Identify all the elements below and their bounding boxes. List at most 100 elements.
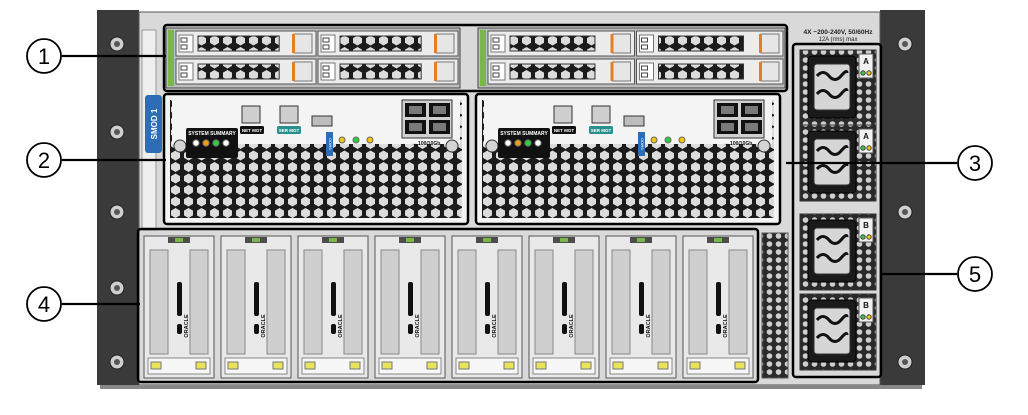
smod-thumbscrew [757,139,771,153]
drive-led [641,44,648,50]
pcie-card-rail [226,249,246,355]
drive-handle [435,61,455,82]
pcie-card-led [580,361,592,370]
pcie-card-led [535,361,547,370]
pcie-card-slot [562,324,567,334]
psu-cord-clip [815,163,849,174]
drive-led [492,65,500,71]
psu-outline [791,42,883,379]
drive-vent [509,63,596,80]
pcie-card-brand: ORACLE [569,314,575,338]
pcie-card-footer [224,357,288,375]
pcie-card-latch-tab [714,238,722,242]
drive-vent [339,63,422,80]
pcie-card-slot [254,324,259,334]
drive-led [180,44,188,50]
drive-release-tab [759,62,762,81]
psu-cord-clip [815,88,849,99]
pcie-card-slot [716,324,721,334]
drive-release-tab [292,34,295,53]
drive-vent [197,63,280,80]
pcie-card-slot [716,282,721,316]
net-mgt-tag [552,126,576,134]
callout-circle [26,286,62,322]
smod-led [352,136,360,144]
drive-led [492,37,500,43]
drive-release-tab [292,62,295,81]
callout-circle [957,256,993,292]
smod-thumbscrew [445,139,459,153]
callout-number: 5 [969,262,981,287]
psu-cord-clip [815,145,849,156]
status-led [504,139,512,147]
status-led [202,139,210,147]
ser-mgt-tag [277,126,301,134]
usb-port [311,115,333,127]
pcie-card-led [195,361,207,370]
smod-tag-label: SMOD [640,138,645,150]
pcie-card-latch-tab [329,238,337,242]
usb-port [623,115,645,127]
pcie-card-rail [651,249,671,355]
status-led [192,139,200,147]
psu-cord-clip [815,234,849,245]
drive-handle [760,33,780,54]
drive-release-tab [434,62,437,81]
pcie-card-footer [686,357,750,375]
smod-tag [326,132,333,156]
pcie-card-latch-tab [175,238,183,242]
pcie-card-footer [609,357,673,375]
drive-release-tab [759,34,762,53]
pcie-card-rail [534,249,554,355]
net-mgt-port [241,105,261,124]
drive-release-tab [610,62,614,81]
status-led [212,139,220,147]
pcie-card-led [503,361,515,370]
smod-slot-tag [145,95,162,153]
drive-led [322,65,330,71]
drive-release-tab [434,34,437,53]
pcie-card-led [272,361,284,370]
network-port-jack [433,123,446,131]
pcie-card-brand: ORACLE [184,314,190,338]
ser-mgt-port [591,105,611,124]
power-rating: 4X ~200-240V, 50/60Hz [804,29,874,36]
pcie-card-slot [254,282,259,316]
system-summary-label: SYSTEM SUMMARY [500,131,548,137]
ser-mgt-label: SER MGT [591,128,612,133]
drive-bay-outline [162,23,789,93]
pcie-card-slot [485,282,490,316]
pcie-card-rail [457,249,477,355]
drive-led [180,37,188,43]
psu-cord-clip [815,252,849,263]
right-rack-ear [880,10,925,385]
pcie-card-brand: ORACLE [492,314,498,338]
callout-circle [957,145,993,181]
smod-thumbscrew [485,139,499,153]
net-mgt-label: NET MGT [242,128,262,133]
network-port-jack [721,106,734,114]
psu-led [860,314,866,320]
pcie-card-led [304,361,316,370]
psu-cord-clip [815,332,849,343]
net-mgt-port [553,105,573,124]
pcie-card-led [657,361,669,370]
pcie-card-slot [331,324,336,334]
callout-number: 4 [38,292,50,317]
drive-led [492,72,500,78]
drive-led [641,65,648,71]
pcie-card-footer [532,357,596,375]
pcie-card-brand: ORACLE [415,314,421,338]
left-rack-ear [97,10,139,385]
drive-handle [293,33,313,54]
pcie-card-rail [574,249,594,355]
drive-led [180,72,188,78]
drive-cage-latch [480,30,486,86]
network-speed-label: ↔ 100/10Gb [412,141,441,147]
pcie-card-led [227,361,239,370]
network-port-jack [721,123,734,131]
pcie-card-led [734,361,746,370]
pcie-card-rail [497,249,517,355]
